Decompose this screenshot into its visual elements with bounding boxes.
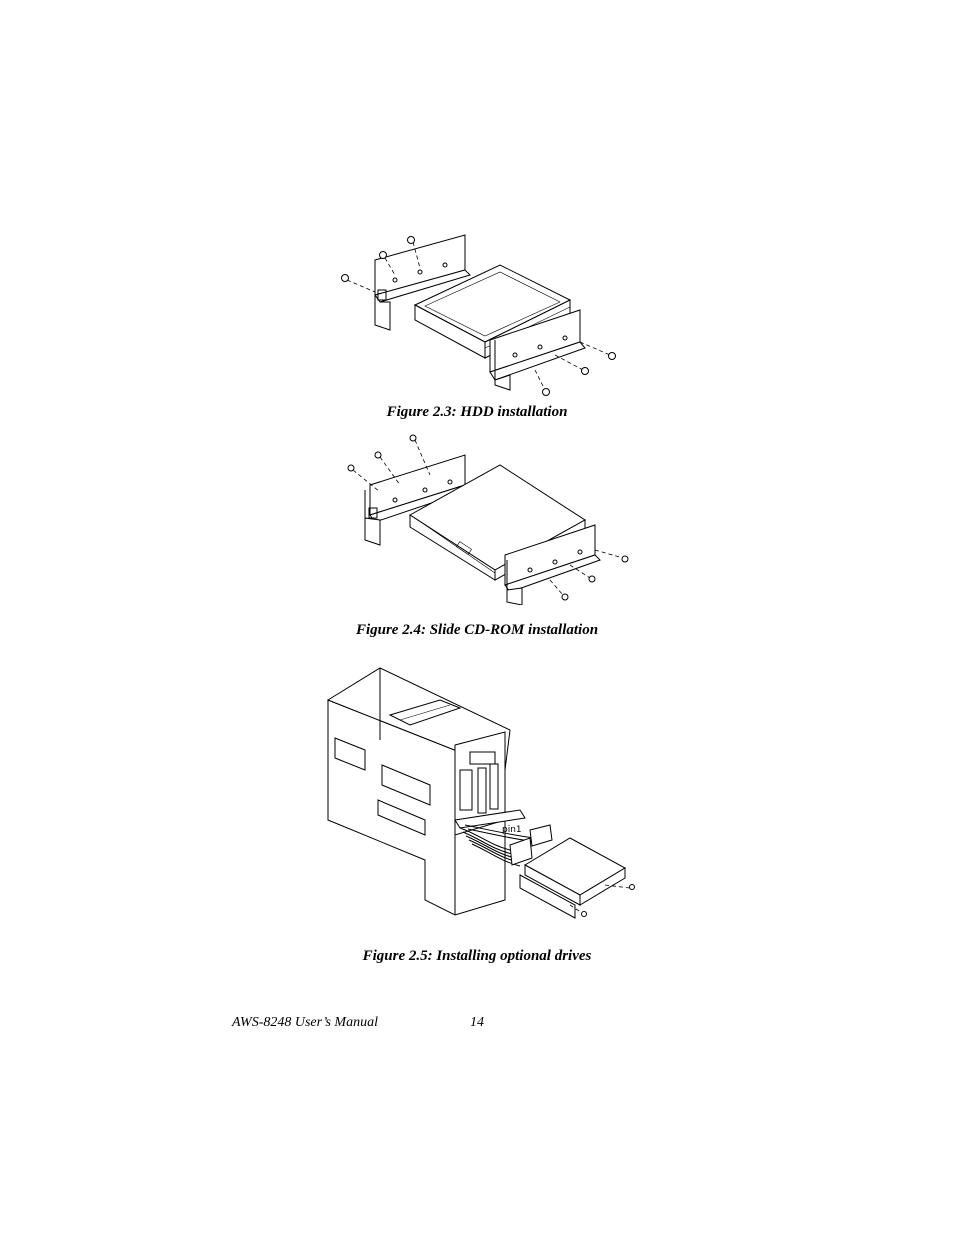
pin1-label: pin1 [502,825,522,835]
figure-caption-hdd: Figure 2.3: HDD installation [386,404,568,420]
hdd-drive [415,265,570,358]
ribbon-cable [455,810,552,866]
page-number: 14 [470,1015,484,1030]
manual-title: AWS-8248 User’s Manual [232,1015,378,1030]
chassis [328,668,510,915]
hdd-installation-figure [335,230,620,400]
screws [342,237,616,396]
right-bracket [490,310,585,390]
right-bracket [505,525,600,605]
screws [348,435,628,600]
figure-caption-optional-drives: Figure 2.5: Installing optional drives [362,948,592,964]
optional-drive [520,838,635,918]
figure-caption-cdrom: Figure 2.4: Slide CD-ROM installation [355,622,599,638]
left-bracket [375,235,470,330]
cdrom-installation-figure [345,430,635,605]
optional-drives-figure: pin1 [320,660,640,920]
